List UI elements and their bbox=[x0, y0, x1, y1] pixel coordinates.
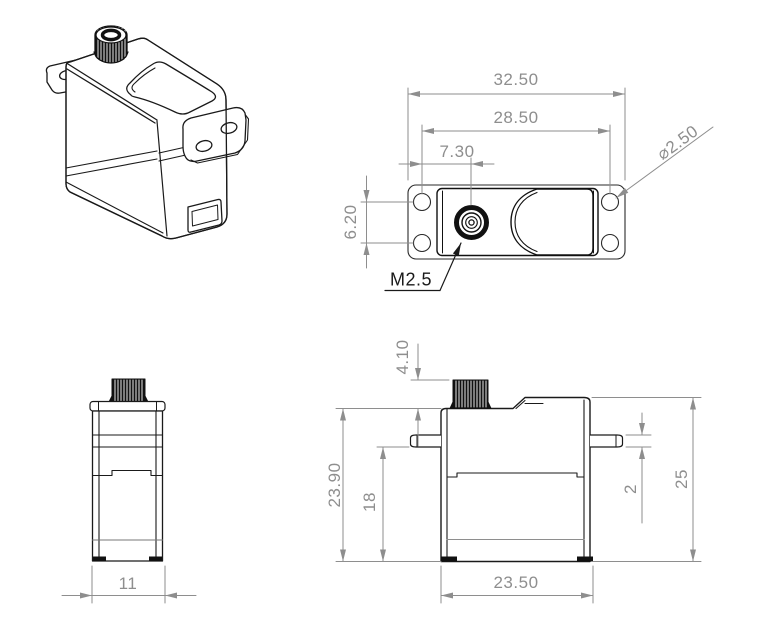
iso-spline-gear bbox=[93, 25, 129, 64]
front-spline-gear bbox=[449, 379, 492, 409]
top-hump bbox=[510, 188, 594, 256]
top-output-shaft bbox=[454, 205, 489, 240]
isometric-view bbox=[45, 25, 250, 240]
front-left-tab bbox=[409, 434, 442, 448]
side-view bbox=[61, 378, 197, 604]
top-mount-hole bbox=[412, 233, 432, 253]
dim-label-spline-height: 4.10 bbox=[393, 339, 412, 375]
dim-label-overall-width: 32.50 bbox=[493, 70, 539, 89]
dim-label-tab-thickness: 2 bbox=[621, 484, 640, 494]
dim-label-body-width: 23.50 bbox=[493, 573, 539, 592]
side-case-body bbox=[91, 410, 164, 562]
dim-label-lower-height: 18 bbox=[360, 492, 379, 512]
dim-label-side-width: 11 bbox=[118, 574, 138, 593]
top-mount-hole bbox=[412, 192, 432, 212]
dim-label-shaft-thread: M2.5 bbox=[389, 269, 433, 290]
dim-label-overall-height: 25 bbox=[672, 469, 691, 489]
front-view-dimensions bbox=[335, 343, 702, 604]
top-mount-hole bbox=[600, 192, 620, 212]
iso-right-flange-hole bbox=[220, 121, 238, 135]
dim-label-upper-height: 23.90 bbox=[325, 462, 344, 508]
front-right-tab bbox=[589, 434, 624, 448]
front-case-body bbox=[440, 396, 591, 563]
top-view bbox=[360, 87, 714, 292]
iso-connector-cutout bbox=[187, 198, 223, 233]
dim-label-shaft-offset: 7.30 bbox=[439, 142, 475, 161]
dim-label-hole-spacing: 28.50 bbox=[493, 108, 539, 127]
iso-right-flange-hole bbox=[195, 139, 213, 153]
front-view bbox=[335, 343, 702, 604]
iso-top-hump bbox=[126, 61, 217, 115]
dim-label-hole-row-spacing: 6.20 bbox=[341, 204, 360, 240]
top-mount-hole bbox=[600, 233, 620, 253]
